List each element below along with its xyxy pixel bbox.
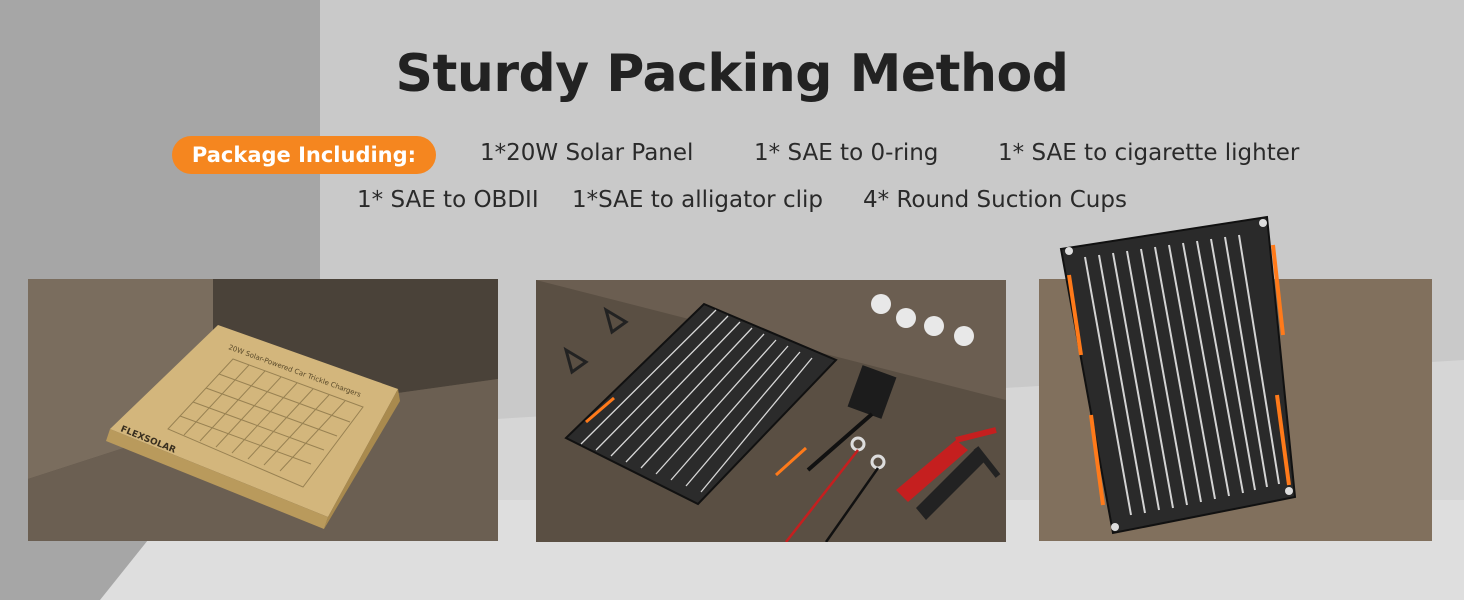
package-item-sae-oring: 1* SAE to 0-ring xyxy=(754,140,939,166)
package-including-badge: Package Including: xyxy=(172,136,436,174)
package-item-sae-obdii: 1* SAE to OBDII xyxy=(357,187,539,213)
page-title: Sturdy Packing Method xyxy=(395,44,1069,104)
package-item-sae-cigarette: 1* SAE to cigarette lighter xyxy=(998,140,1300,166)
package-item-sae-alligator: 1*SAE to alligator clip xyxy=(572,187,823,213)
package-item-suction-cups: 4* Round Suction Cups xyxy=(863,187,1127,213)
kit-contents-photo xyxy=(536,280,1006,542)
package-item-solar-panel: 1*20W Solar Panel xyxy=(480,140,694,166)
packaging-box-photo: 20W Solar-Powered Car Trickle Chargers F… xyxy=(28,279,498,541)
solar-panel-graphic xyxy=(1059,215,1297,535)
